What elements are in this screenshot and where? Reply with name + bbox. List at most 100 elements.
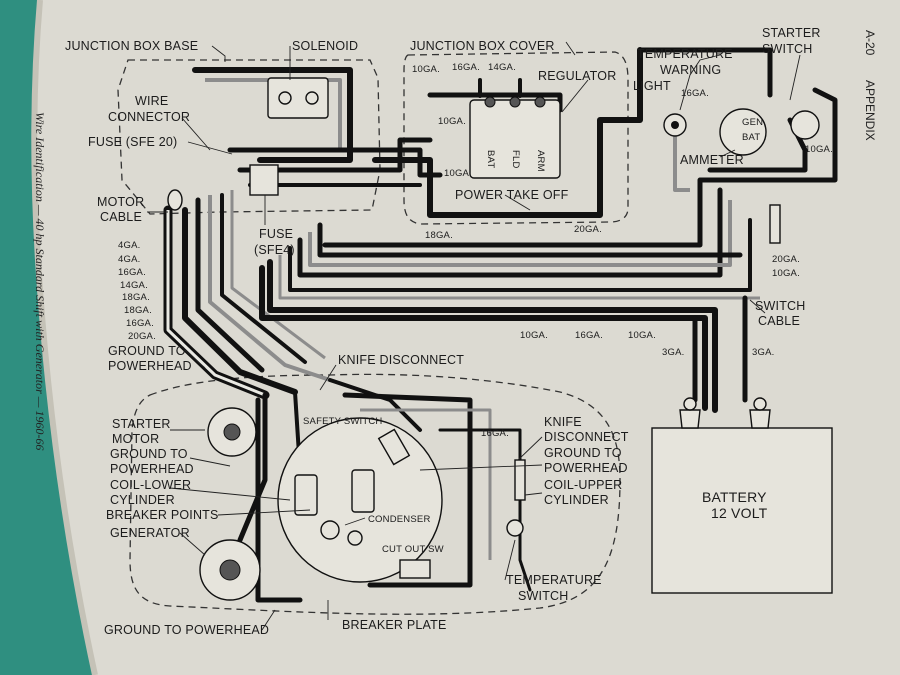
- starter-gear: [223, 423, 241, 441]
- gauge-cover-left: 10GA.: [444, 168, 472, 179]
- label-coil-lower-line1: COIL-LOWER: [110, 478, 191, 492]
- label-breaker-points: BREAKER POINTS: [106, 508, 219, 522]
- warning-light-lens: [671, 121, 679, 129]
- condenser-can: [320, 520, 340, 540]
- ammeter-terminal-bat: BAT: [742, 132, 760, 143]
- label-starter-line1: STARTER: [762, 26, 821, 40]
- breaker-coil: [351, 469, 375, 513]
- label-condenser: CONDENSER: [368, 514, 431, 525]
- label-ground-left-line2: POWERHEAD: [108, 359, 192, 373]
- label-temperature-line2: WARNING: [660, 63, 721, 77]
- label-wire-line2: CONNECTOR: [108, 110, 190, 124]
- gauge-cover-top: 16GA.: [452, 62, 480, 73]
- label-starter-line2: SWITCH: [762, 42, 813, 56]
- regulator-terminal: [509, 96, 521, 108]
- gauge-right-20: 20GA.: [772, 254, 800, 265]
- side-caption: Wire Identification — 40 hp Standard Shi…: [33, 112, 47, 450]
- label-generator: GENERATOR: [110, 526, 190, 540]
- gauge-bottom-row: 10GA.: [628, 330, 656, 341]
- label-temperature-line1: TEMPERATURE: [637, 47, 733, 61]
- leader-lines: [147, 41, 801, 631]
- label-breaker-plate: BREAKER PLATE: [342, 618, 447, 632]
- gauge-right-10: 10GA.: [772, 268, 800, 279]
- page-number: A-20: [863, 30, 877, 56]
- label-motor-line1: MOTOR: [97, 195, 144, 209]
- gauge-cable-stack: 4GA.: [118, 240, 140, 251]
- label-switch-line2: CABLE: [758, 314, 800, 328]
- fuse-block: [249, 164, 279, 196]
- label-fuse-sfe4-line2: (SFE4): [254, 243, 295, 257]
- switch-cable-plug: [769, 204, 781, 244]
- label-power-take-off: POWER TAKE OFF: [455, 188, 569, 202]
- label-junction-box-base: JUNCTION BOX BASE: [65, 39, 198, 53]
- section-title: APPENDIX: [863, 80, 877, 141]
- powerhead-outline: [129, 373, 621, 615]
- cut-out-switch: [399, 559, 431, 579]
- label-ground-mid-line2: POWERHEAD: [110, 462, 194, 476]
- gauge-starter-right: 10GA.: [805, 144, 833, 155]
- gauge-bottom-row: 16GA.: [575, 330, 603, 341]
- label-ground-bottom: GROUND TO POWERHEAD: [104, 623, 269, 637]
- reg-terminal-fld: FLD: [510, 150, 521, 169]
- gauge-battery-lead: 3GA.: [752, 347, 774, 358]
- gauge-bottom-row: 10GA.: [520, 330, 548, 341]
- label-ground-left-line1: GROUND TO: [108, 344, 186, 358]
- label-coil-upper-line1: COIL-UPPER: [544, 478, 622, 492]
- label-junction-box-cover: JUNCTION BOX COVER: [410, 39, 555, 53]
- label-ammeter: AMMETER: [680, 153, 744, 167]
- regulator-terminal: [484, 96, 496, 108]
- label-ground-right-line2: POWERHEAD: [544, 461, 628, 475]
- gauge-cover-left: 10GA.: [438, 116, 466, 127]
- gauge-battery-lead: 3GA.: [662, 347, 684, 358]
- regulator-terminal: [534, 96, 546, 108]
- gauge-cable-stack: 4GA.: [118, 254, 140, 265]
- label-coil-upper-line2: CYLINDER: [544, 493, 609, 507]
- battery-post-neg: [679, 409, 701, 429]
- gauge-cover-top: 10GA.: [412, 64, 440, 75]
- gauge-cable-stack: 14GA.: [120, 280, 148, 291]
- gauge-cable-stack: 20GA.: [128, 331, 156, 342]
- gauge-mid-20: 20GA.: [574, 224, 602, 235]
- gauge-mid-18: 18GA.: [425, 230, 453, 241]
- label-battery-line1: BATTERY: [702, 489, 767, 505]
- label-knife-right-line2: DISCONNECT: [544, 430, 629, 444]
- ammeter-dial: [719, 108, 767, 156]
- gauge-safety-16: 16GA.: [481, 428, 509, 439]
- label-wire-line1: WIRE: [135, 94, 168, 108]
- label-switch-line1: SWITCH: [755, 299, 806, 313]
- solenoid-terminal: [305, 91, 319, 105]
- gauge-temp-light: 16GA.: [681, 88, 709, 99]
- battery-body: [651, 427, 833, 594]
- junction-box-base-outline: [117, 59, 381, 215]
- label-starter-motor-line2: MOTOR: [112, 432, 159, 446]
- gauge-cable-stack: 18GA.: [124, 305, 152, 316]
- label-knife-right-line1: KNIFE: [544, 415, 582, 429]
- ammeter-terminal-gen: GEN: [742, 117, 763, 128]
- label-ground-mid-line1: GROUND TO: [110, 447, 188, 461]
- label-coil-lower-line2: CYLINDER: [110, 493, 175, 507]
- temperature-switch: [506, 519, 524, 537]
- label-temperature-line3: LIGHT: [633, 79, 671, 93]
- battery-post-pos: [749, 409, 771, 429]
- wire-harness: [163, 47, 838, 603]
- label-ground-right-line1: GROUND TO: [544, 446, 622, 460]
- label-regulator: REGULATOR: [538, 69, 616, 83]
- label-motor-line2: CABLE: [100, 210, 142, 224]
- solenoid-terminal: [278, 91, 292, 105]
- motor-cable-connector: [167, 189, 183, 211]
- knife-disconnect: [514, 459, 526, 501]
- condenser-can: [347, 530, 363, 546]
- wing-nut: [683, 397, 697, 411]
- label-starter-motor-line1: STARTER: [112, 417, 171, 431]
- wing-nut: [753, 397, 767, 411]
- gauge-cable-stack: 18GA.: [122, 292, 150, 303]
- gauge-labels: 10GA. 16GA. 14GA. 10GA. 10GA. 16GA. 10GA…: [118, 62, 833, 439]
- label-solenoid: SOLENOID: [292, 39, 358, 53]
- page-curl: [31, 0, 98, 675]
- breaker-coil: [294, 474, 318, 516]
- label-temp-switch-line2: SWITCH: [518, 589, 569, 603]
- reg-terminal-arm: ARM: [535, 150, 546, 172]
- label-cut-out-sw: CUT OUT SW: [382, 544, 444, 555]
